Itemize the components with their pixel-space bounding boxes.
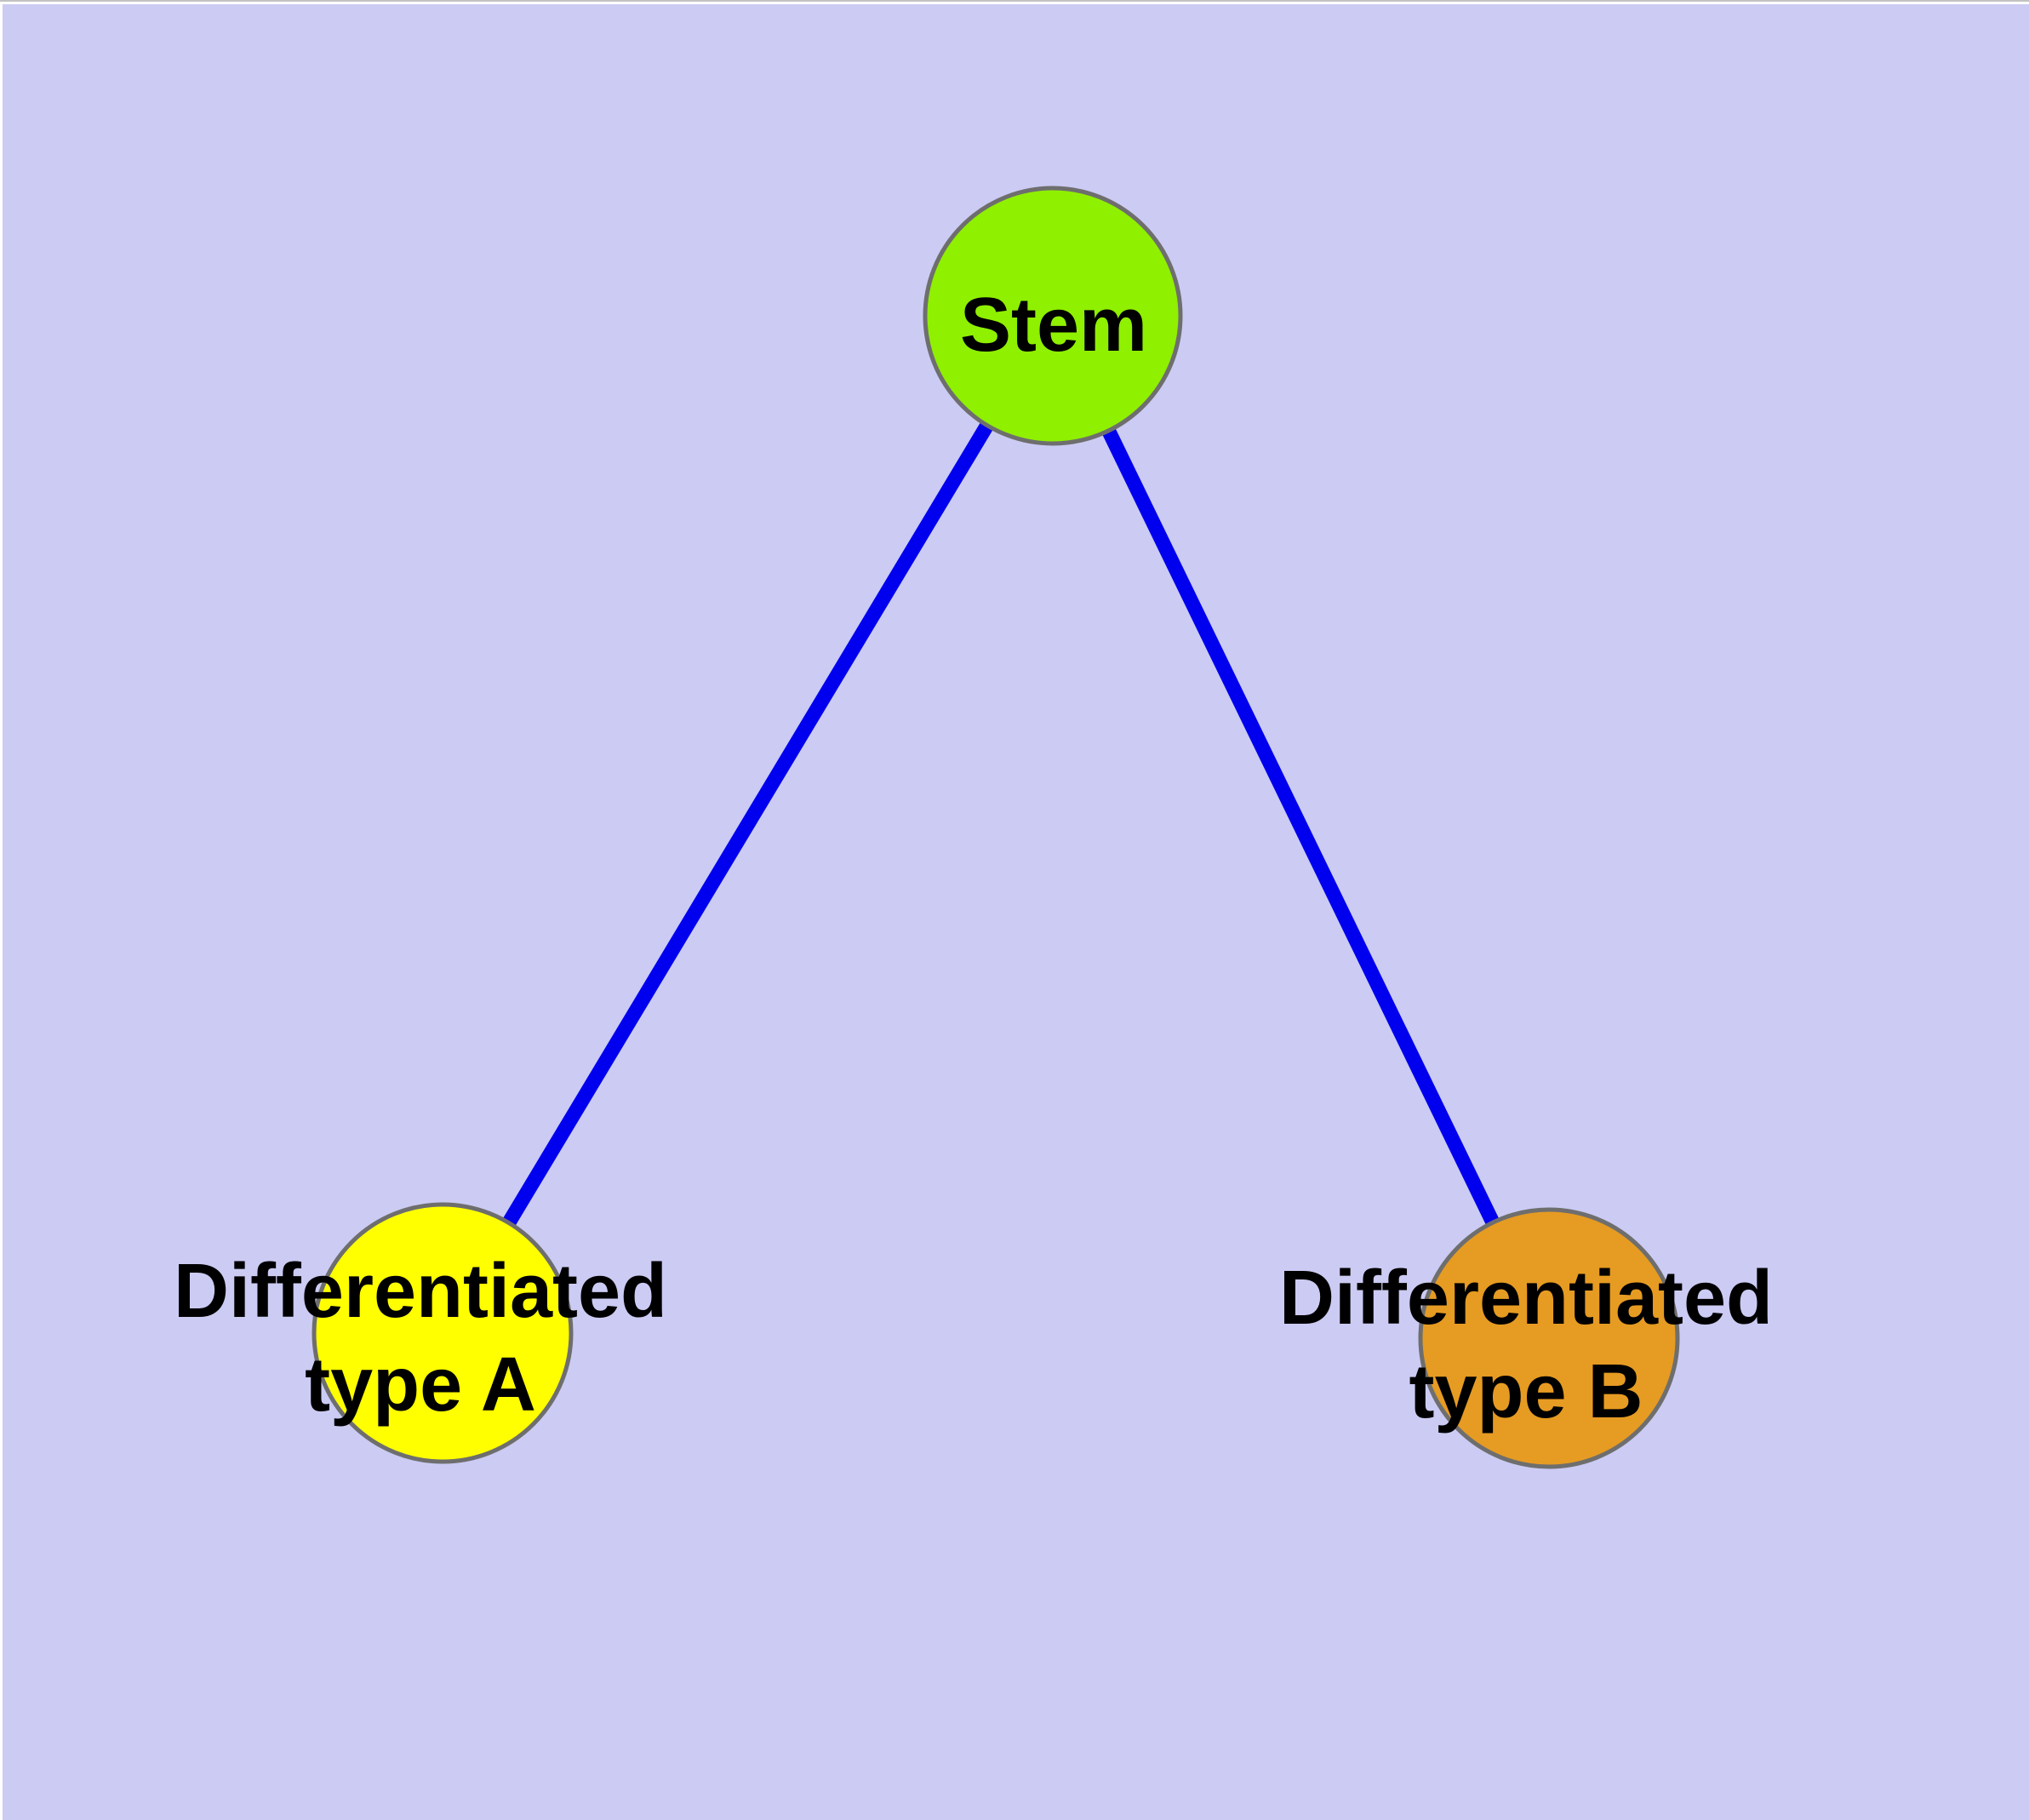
node-stem <box>923 186 1183 446</box>
edge-stem-to-type-b <box>1046 312 1556 1342</box>
node-type-a-label-line2: type A <box>305 1342 536 1428</box>
node-type-b-label-line1: Differentiated <box>1279 1256 1773 1341</box>
node-stem-label: Stem <box>960 283 1147 368</box>
node-differentiated-type-b <box>1418 1207 1680 1469</box>
node-differentiated-type-a <box>311 1202 574 1464</box>
node-type-b-label-line2: type B <box>1409 1349 1643 1434</box>
node-type-a-label-line1: Differentiated <box>174 1249 667 1334</box>
edge-stem-to-type-a <box>436 312 1060 1337</box>
top-hairline <box>0 0 2029 2</box>
